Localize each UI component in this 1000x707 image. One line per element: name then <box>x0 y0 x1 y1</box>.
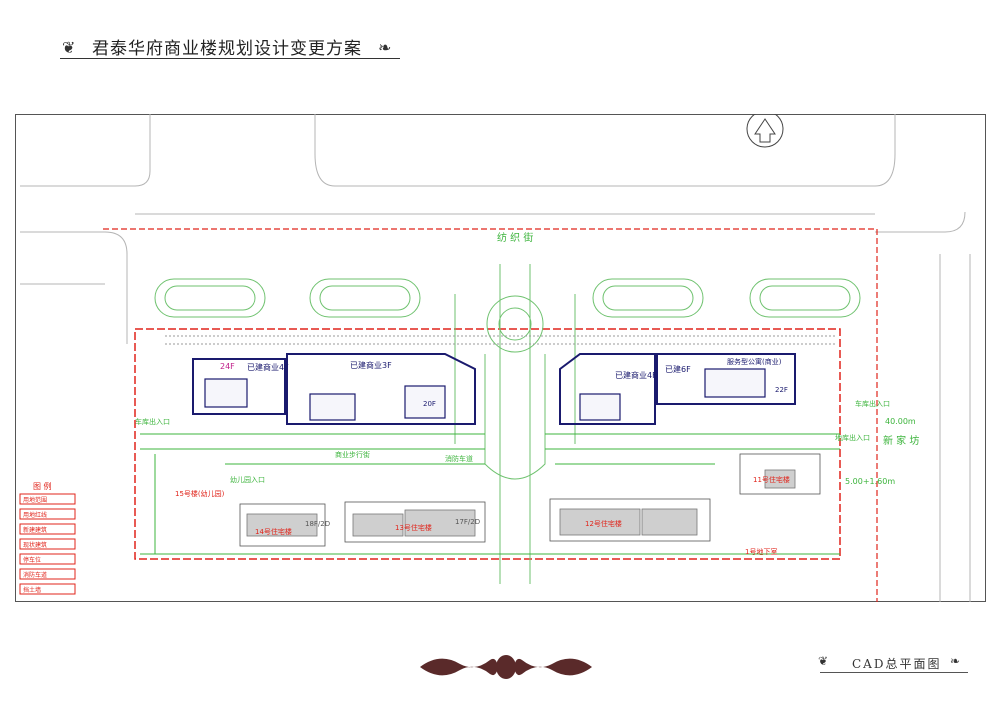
res-floor-1: 18F/2D <box>305 520 330 528</box>
floor-24: 24F <box>220 362 235 371</box>
commercial-buildings <box>192 353 796 425</box>
building-label-b1: 已建商业4F <box>247 362 289 372</box>
towers <box>204 368 766 421</box>
page-title: 君泰华府商业楼规划设计变更方案 <box>92 39 362 59</box>
legend <box>19 493 76 595</box>
legend-item-7: 挡土墙 <box>23 586 41 594</box>
fire-road-label: 消防车道 <box>445 454 473 463</box>
legend-item-4: 现状建筑 <box>23 541 47 549</box>
building-label-b4: 已建6F <box>665 364 691 374</box>
building-label-b2: 已建商业3F <box>350 360 392 370</box>
entry-label-3: 车库出入口 <box>855 399 890 408</box>
building-label-b5: 服务型公寓(商业) <box>727 357 782 366</box>
floor-22: 22F <box>775 386 788 394</box>
entry-label-1: 车库出入口 <box>135 417 170 426</box>
legend-item-3: 新建建筑 <box>23 526 47 534</box>
right-ornament-icon: ❧ <box>378 38 392 57</box>
center-ornament-icon <box>420 655 592 679</box>
dim-setback: 5.00+1.60m <box>845 477 895 486</box>
legend-item-2: 用地红线 <box>23 511 47 519</box>
dim-40: 40.00m <box>885 417 916 426</box>
footer-underline <box>820 672 968 673</box>
res-label-r5: 11号住宅楼 <box>753 475 790 484</box>
left-ornament-icon: ❦ <box>62 38 76 57</box>
legend-item-5: 停车位 <box>23 556 41 564</box>
road-lines <box>20 114 971 602</box>
res-label-r6: 1号地下室 <box>745 547 777 556</box>
site-plan: 纺 织 街 新 家 坊 40.00m 5.00+1.60m 图 例 用地范围 用… <box>19 114 971 602</box>
res-floor-2: 17F/2D <box>455 518 480 526</box>
residential-buildings <box>246 469 796 537</box>
internal-roads <box>140 433 840 555</box>
title-underline <box>60 58 400 59</box>
property-line <box>103 228 878 602</box>
red-line-boundary <box>134 328 841 560</box>
res-label-r3: 13号住宅楼 <box>395 523 432 532</box>
road-label-north: 纺 织 街 <box>497 231 533 244</box>
res-label-r4: 12号住宅楼 <box>585 519 622 528</box>
floor-20: 20F <box>423 400 436 408</box>
res-label-r1: 15号楼(幼儿园) <box>175 489 225 498</box>
footer-left-ornament-icon: ❦ <box>818 654 829 668</box>
road-label-east: 新 家 坊 <box>883 434 919 447</box>
legend-title: 图 例 <box>33 481 52 491</box>
north-arrow-icon <box>746 114 784 148</box>
building-label-b3: 已建商业4F <box>615 370 657 380</box>
entry-label-4: 地库出入口 <box>835 433 870 442</box>
footer-label: CAD总平面图 <box>852 657 942 671</box>
walk-label: 商业步行街 <box>335 450 370 459</box>
entry-label-2: 幼儿园入口 <box>230 475 265 484</box>
landscape-ovals <box>154 264 861 584</box>
res-label-r2: 14号住宅楼 <box>255 527 292 536</box>
legend-item-6: 消防车道 <box>23 571 47 579</box>
plan-frame <box>15 114 986 602</box>
footer-right-ornament-icon: ❧ <box>950 654 961 668</box>
legend-item-1: 用地范围 <box>23 496 47 504</box>
